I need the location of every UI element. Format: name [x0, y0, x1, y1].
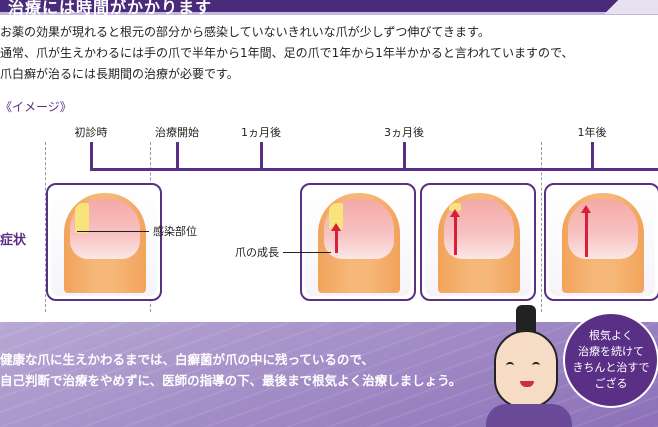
bubble-line: きちんと治すで — [572, 361, 650, 374]
bubble-line: ござる — [594, 377, 628, 390]
timeline-label-1-month: 1ヵ月後 — [241, 126, 281, 139]
header-strip — [0, 12, 658, 15]
bottom-message: 健康な爪に生えかわるまでは、白癬菌が爪の中に残っているので、 自己判断で治療をや… — [0, 349, 461, 391]
nail-illustration — [444, 199, 514, 259]
speech-bubble: 根気よく 治療を続けて きちんと治すで ござる — [563, 312, 658, 408]
bubble-line: 治療を続けて — [578, 345, 644, 358]
timeline-label-3-months: 3ヵ月後 — [384, 126, 424, 139]
bottom-line: 健康な爪に生えかわるまでは、白癬菌が爪の中に残っているので、 — [0, 352, 374, 367]
column-divider — [541, 142, 542, 312]
timeline-tick — [90, 142, 93, 171]
nail-card-1-month — [300, 183, 416, 301]
callout-leader — [77, 231, 149, 232]
timeline-tick — [176, 142, 179, 171]
timeline-label-first-visit: 初診時 — [74, 126, 108, 139]
infected-area — [449, 203, 461, 211]
growth-arrow-head — [331, 223, 341, 231]
infected-area — [329, 203, 343, 229]
nail-illustration — [324, 199, 394, 259]
callout-leader — [283, 252, 331, 253]
nail-card-first-visit — [46, 183, 162, 301]
timeline-label-1-year: 1年後 — [577, 126, 607, 139]
intro-line: お薬の効果が現れると根元の部分から感染していないきれいな爪が少しずつ伸びてきます… — [0, 25, 490, 39]
intro-line: 爪白癬が治るには長期間の治療が必要です。 — [0, 67, 239, 81]
bubble-line: 根気よく — [589, 329, 633, 342]
nail-illustration — [568, 199, 638, 259]
nail-card-3-months — [420, 183, 536, 301]
finger-illustration — [318, 193, 400, 293]
finger-illustration — [562, 193, 644, 293]
growth-arrow-head — [450, 209, 460, 217]
bottom-line: 自己判断で治療をやめずに、医師の指導の下、最後まで根気よく治療しましょう。 — [0, 373, 462, 388]
infected-area — [75, 203, 89, 233]
timeline-tick — [591, 142, 594, 171]
section-title: 治療には時間がかかります — [8, 0, 213, 17]
growth-arrow — [585, 211, 588, 257]
intro-paragraph: お薬の効果が現れると根元の部分から感染していないきれいな爪が少しずつ伸びてきます… — [0, 22, 650, 85]
growth-arrow — [454, 215, 457, 255]
callout-infected-area: 感染部位 — [153, 225, 197, 238]
timeline-tick — [403, 142, 406, 171]
header-decoration — [538, 0, 658, 14]
character-topknot — [516, 305, 536, 333]
column-divider — [45, 142, 46, 312]
character-eye — [506, 362, 514, 369]
finger-illustration — [438, 193, 520, 293]
character-mouth — [520, 381, 534, 387]
character-body — [486, 404, 572, 427]
callout-nail-growth: 爪の成長 — [235, 246, 279, 259]
nail-card-1-year — [544, 183, 658, 301]
nail-illustration — [70, 199, 140, 259]
growth-arrow — [335, 229, 338, 253]
timeline-axis — [91, 168, 658, 171]
character-head — [494, 330, 558, 408]
character-eye — [532, 362, 540, 369]
image-label: 《イメージ》 — [0, 100, 72, 114]
finger-illustration — [64, 193, 146, 293]
symptom-label: 症状 — [0, 233, 27, 248]
header-band — [0, 0, 658, 12]
growth-arrow-head — [581, 205, 591, 213]
timeline-tick — [260, 142, 263, 171]
intro-line: 通常、爪が生えかわるには手の爪で半年から1年間、足の爪で1年から1年半かかると言… — [0, 46, 574, 60]
timeline-label-start: 治療開始 — [155, 126, 199, 139]
